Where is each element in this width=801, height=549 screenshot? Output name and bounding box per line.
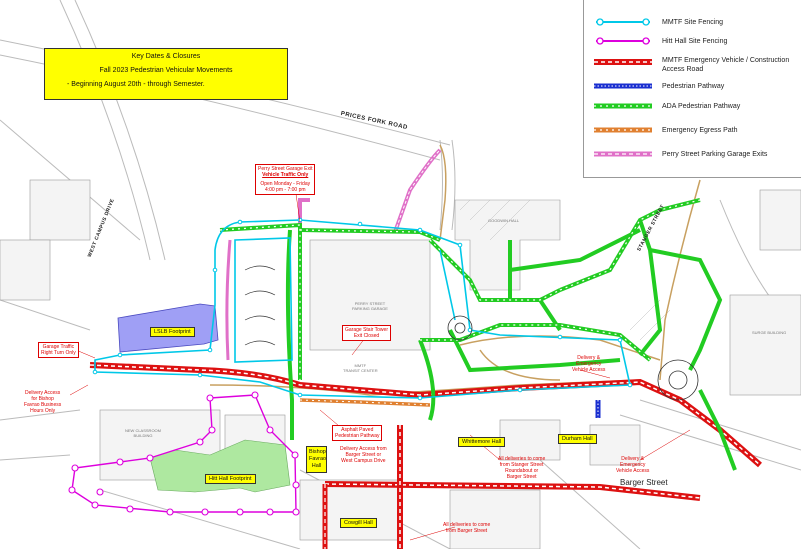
pink-dashed-road-icon	[594, 151, 652, 157]
legend-label: Perry Street Parking Garage Exits	[662, 151, 768, 158]
legend-item-mmtf-fencing: MMTF Site Fencing	[584, 14, 801, 34]
magenta-circle-line-icon	[596, 37, 650, 45]
building-label-hitt: Hitt Hall Footprint	[205, 474, 256, 484]
background-buildings	[0, 179, 801, 549]
red-dashed-road-icon	[594, 59, 652, 65]
blue-ladder-icon	[594, 83, 652, 89]
key-dates-title: Key Dates & Closures	[131, 53, 201, 60]
red-access-road	[89, 362, 762, 549]
annotation-leaders	[69, 186, 691, 541]
legend-item-pedestrian: Pedestrian Pathway	[584, 78, 801, 98]
green-ada-pathway	[219, 198, 737, 471]
legend-item-ada: ADA Pedestrian Pathway	[584, 98, 801, 118]
magenta-hitt-fencing	[68, 391, 300, 516]
legend-label: Hitt Hall Site Fencing	[662, 38, 728, 45]
building-label-bishop: Bishop Favrao Hall	[306, 446, 327, 473]
label-surge: SURGE BUILDING	[752, 330, 787, 335]
legend-item-access-road: MMTF Emergency Vehicle / Construction Ac…	[584, 52, 801, 78]
orange-egress-path	[299, 398, 431, 407]
legend-item-egress: Emergency Egress Path	[584, 122, 801, 142]
legend-label: Emergency Egress Path	[662, 127, 738, 134]
building-label-whittemore: Whittemore Hall	[458, 437, 506, 447]
legend-item-hitt-fencing: Hitt Hall Site Fencing	[584, 33, 801, 53]
building-label-durham: Durham Hall	[558, 434, 597, 444]
building-label-lslb: LSLB Footprint	[150, 327, 195, 337]
orange-ladder-icon	[594, 127, 652, 133]
building-label-cowgill: Cowgill Hall	[340, 518, 377, 528]
green-ladder-icon	[594, 103, 652, 109]
map-legend: MMTF Site Fencing Hitt Hall Site Fencing…	[583, 0, 801, 178]
garage-parking-marks	[244, 265, 276, 346]
key-dates-box: Key Dates & Closures Fall 2023 Pedestria…	[44, 48, 288, 100]
cyan-fence-nodes	[92, 217, 633, 401]
key-dates-line2: - Beginning August 20th - through Semest…	[67, 81, 205, 88]
road-label-barger: Barger Street	[620, 478, 668, 487]
note-garage-exit: Perry Street Garage Exit Vehicle Traffic…	[255, 164, 316, 195]
legend-label: MMTF Site Fencing	[662, 19, 724, 26]
label-goodwin: GOODWIN HALL	[488, 218, 520, 223]
key-dates-line1: Fall 2023 Pedestrian Vehicular Movements	[99, 67, 233, 74]
cyan-circle-line-icon	[596, 18, 650, 26]
legend-label: ADA Pedestrian Pathway	[662, 103, 741, 110]
legend-label: MMTF Emergency Vehicle / Construction Ac…	[662, 57, 790, 73]
legend-label: Pedestrian Pathway	[662, 83, 725, 90]
legend-item-garage-exits: Perry Street Parking Garage Exits	[584, 146, 801, 166]
roundabouts	[447, 315, 699, 401]
